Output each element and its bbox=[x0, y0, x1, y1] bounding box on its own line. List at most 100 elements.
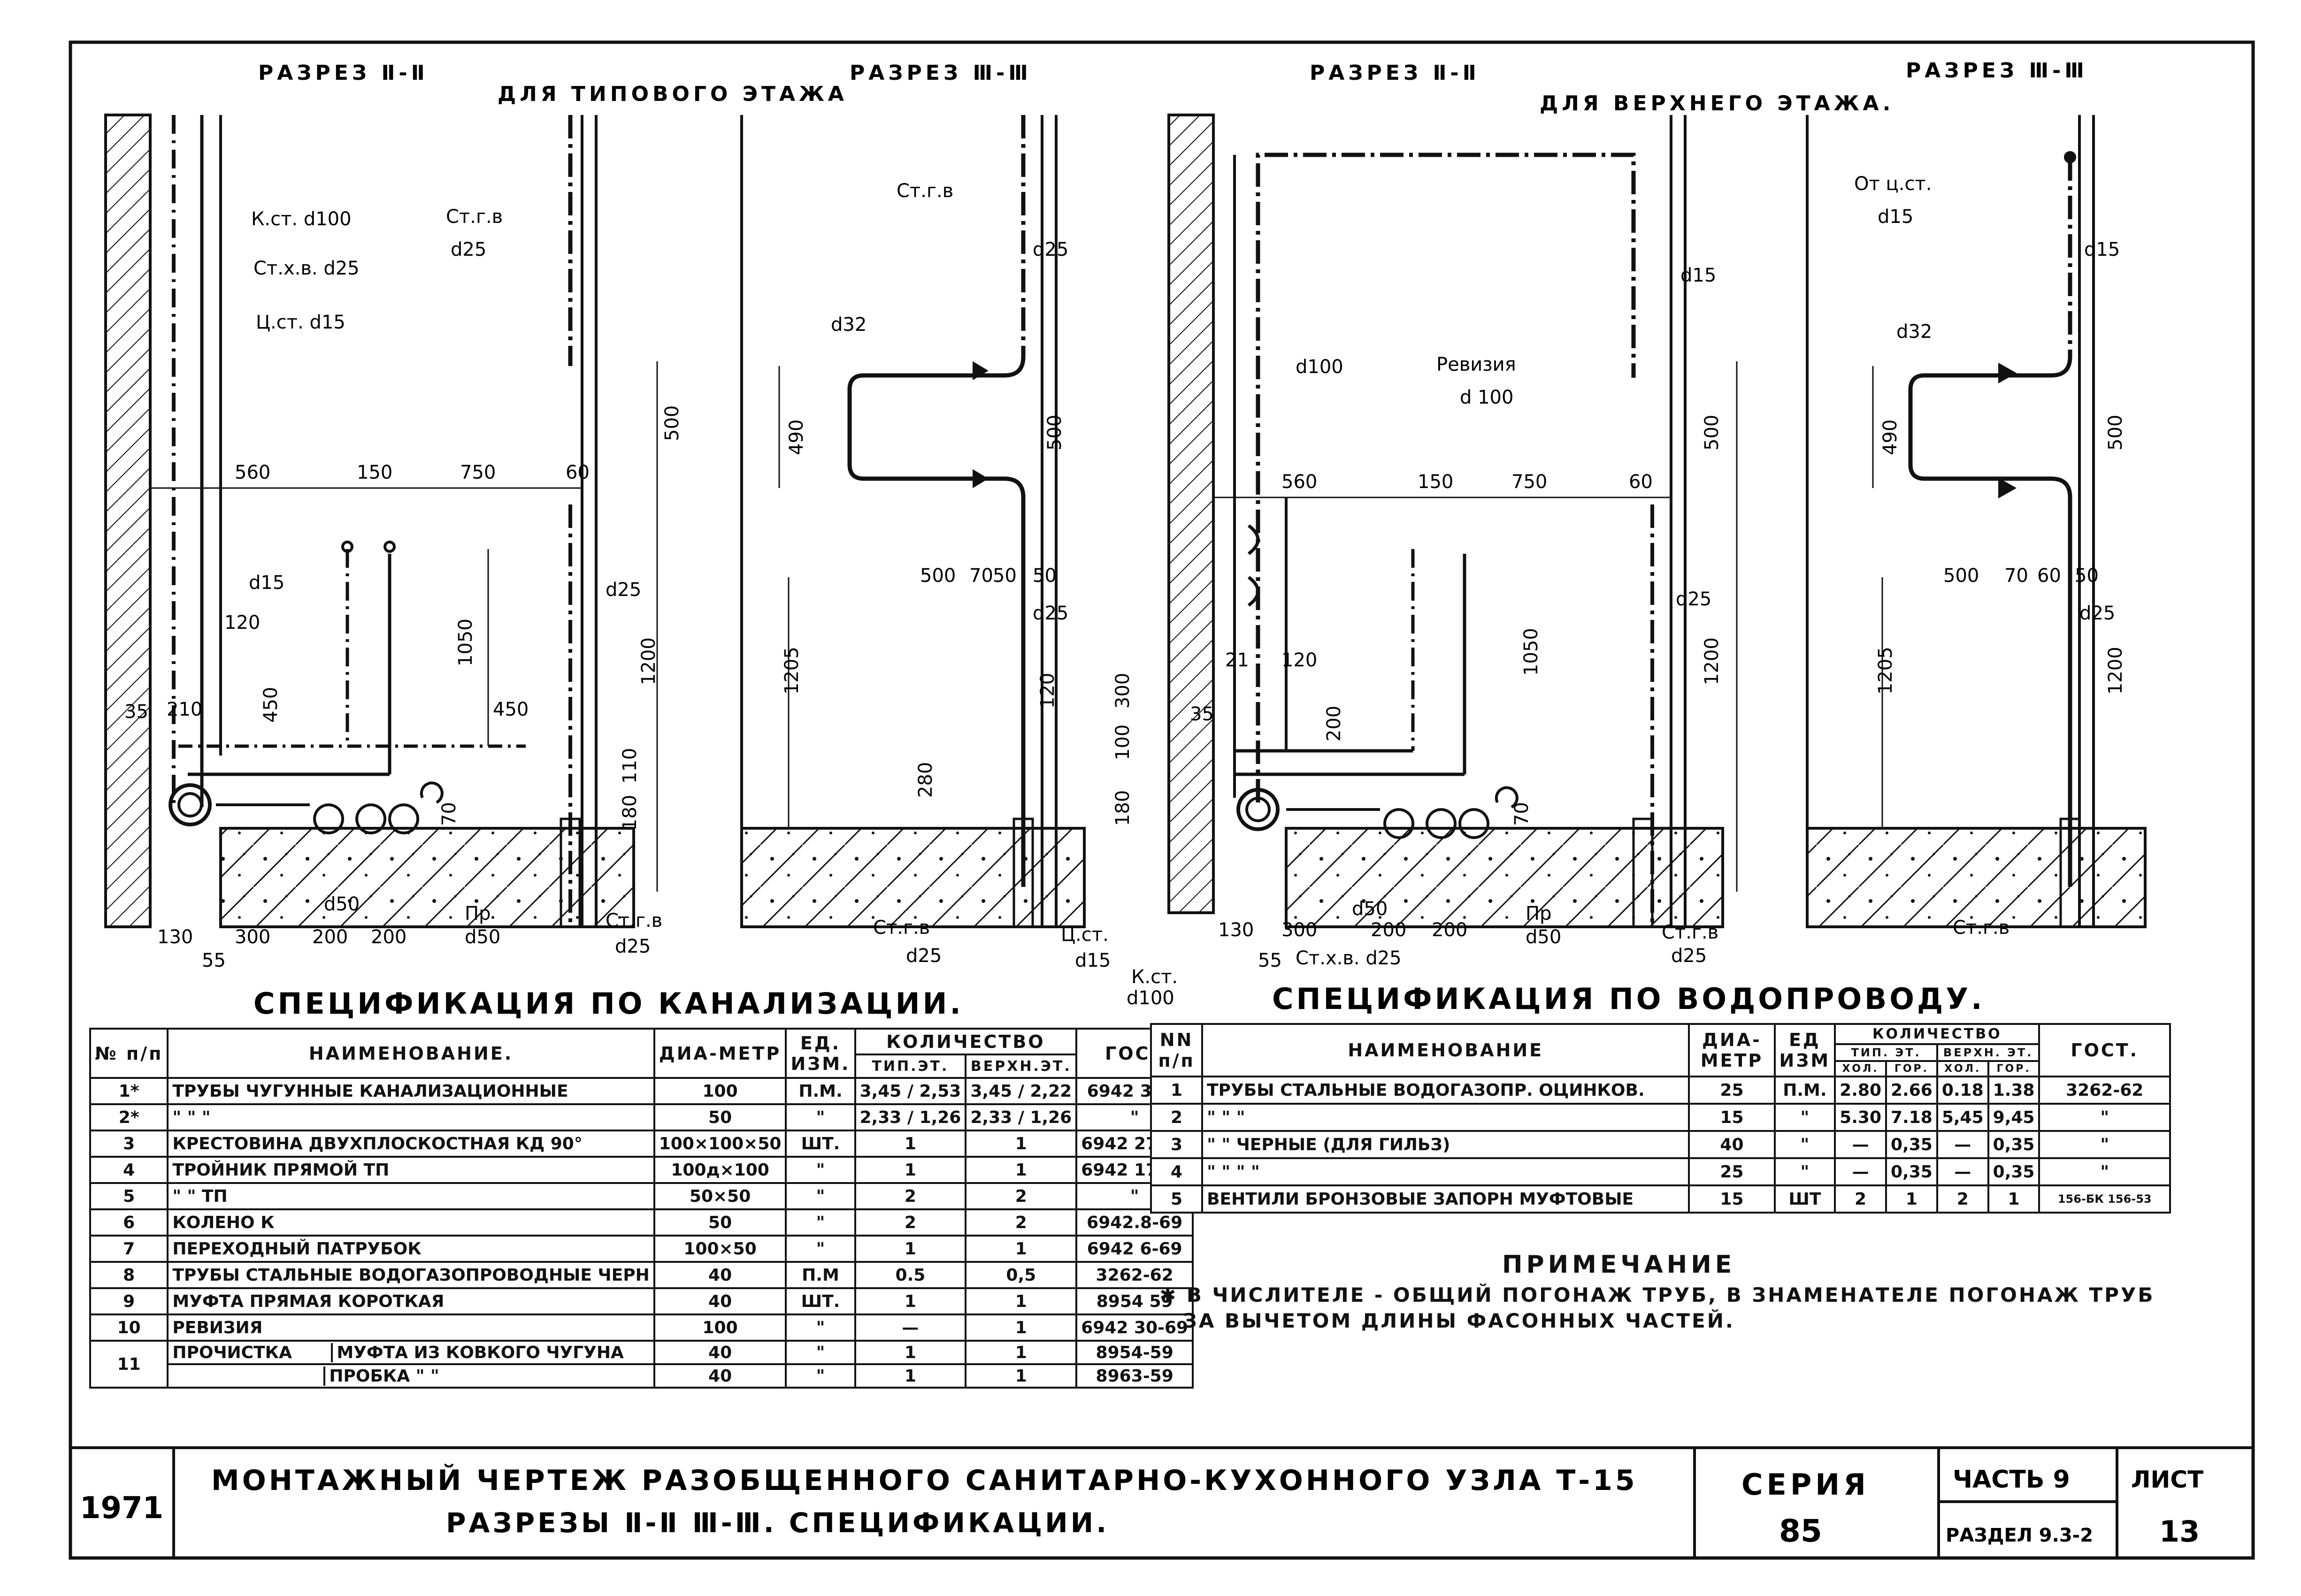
row-diameter: 40 bbox=[653, 1340, 787, 1365]
row-top-hot: 0,35 bbox=[1987, 1130, 2040, 1159]
row-qty-typical: 2 bbox=[854, 1208, 967, 1237]
label-d50-1: d50 bbox=[324, 893, 360, 915]
row-top-hot: 1.38 bbox=[1987, 1076, 2040, 1105]
section-2-drawing bbox=[740, 115, 1086, 928]
row-typ-hot: 1 bbox=[1885, 1184, 1938, 1214]
sewer-spec-table: № п/п НАИМЕНОВАНИЕ. ДИА-МЕТР ЕД. ИЗМ. КО… bbox=[89, 1028, 1194, 1389]
row-gost: 6942 30-69 bbox=[1075, 1313, 1194, 1342]
row-unit: П.М bbox=[785, 1261, 856, 1289]
label-st-gv-5: Ст.г.в bbox=[1662, 922, 1718, 943]
row-number: 5 bbox=[1150, 1184, 1204, 1214]
dim-200-1: 200 bbox=[312, 926, 348, 948]
label-st-gv-1: Ст.г.в bbox=[446, 206, 503, 228]
title-block-frame bbox=[172, 1448, 2118, 1558]
row-name: КОЛЕНО К bbox=[167, 1208, 655, 1237]
water-table-row: 4" " " "25"—0,35—0,35" bbox=[1150, 1157, 2171, 1186]
dim-100-1: 100 bbox=[1112, 725, 1134, 760]
row-qty-typical: — bbox=[854, 1313, 967, 1342]
dim-70-4: 70 bbox=[2004, 565, 2028, 587]
section-3-drawing bbox=[1167, 114, 1738, 928]
label-d100-2: d100 bbox=[1127, 987, 1174, 1009]
dim-450-1: 450 bbox=[493, 699, 529, 720]
dim-120-3: 120 bbox=[1281, 649, 1317, 671]
dim-500-1: 500 bbox=[661, 405, 683, 441]
row-subname: ПРОБКА " " bbox=[323, 1366, 652, 1386]
water-h-diam: ДИА-МЕТР bbox=[1688, 1023, 1776, 1077]
row-diameter: 100 bbox=[653, 1313, 787, 1342]
row-name: ПРОБКА " " bbox=[167, 1363, 655, 1389]
label-d50-2: d50 bbox=[465, 926, 500, 948]
label-d25-9: d25 bbox=[2079, 603, 2115, 624]
row-unit: П.М. bbox=[785, 1077, 856, 1105]
tb-title-2: РАЗРЕЗЫ Ⅱ-Ⅱ Ⅲ-Ⅲ. СПЕЦИФИКАЦИИ. bbox=[446, 1507, 1109, 1539]
dim-1050-2: 1050 bbox=[1520, 628, 1542, 676]
row-gost: 8963-59 bbox=[1075, 1363, 1194, 1389]
tb-sheet: 13 bbox=[2159, 1514, 2200, 1549]
dim-200-3: 200 bbox=[1323, 706, 1345, 741]
dim-450-2: 450 bbox=[260, 687, 282, 723]
label-k-st: К.ст. bbox=[1131, 966, 1178, 988]
row-qty-typical: 2 bbox=[854, 1182, 967, 1210]
dim-70-3: 70 bbox=[1511, 802, 1533, 826]
row-diameter: 40 bbox=[653, 1363, 787, 1389]
dim-130-2: 130 bbox=[1218, 919, 1254, 941]
label-d50-4: d50 bbox=[1526, 926, 1561, 948]
tb-series: 85 bbox=[1779, 1513, 1822, 1549]
tb-title-1: МОНТАЖНЫЙ ЧЕРТЕЖ РАЗОБЩЕННОГО САНИТАРНО-… bbox=[211, 1463, 1638, 1497]
row-name: ТРУБЫ СТАЛЬНЫЕ ВОДОГАЗОПР. ОЦИНКОВ. bbox=[1201, 1076, 1690, 1105]
label-d25-4: d25 bbox=[1033, 239, 1068, 260]
sewer-h-diam: ДИА-МЕТР bbox=[653, 1028, 787, 1079]
row-gost: " bbox=[2038, 1103, 2171, 1132]
dim-1200-1: 1200 bbox=[638, 637, 660, 685]
row-qty-top: 1 bbox=[965, 1156, 1078, 1184]
row-name: ТРУБЫ СТАЛЬНЫЕ ВОДОГАЗОПРОВОДНЫЕ ЧЕРН bbox=[167, 1261, 655, 1289]
row-gost: 156-БК 156-53 bbox=[2038, 1184, 2171, 1214]
row-typ-hot: 7.18 bbox=[1885, 1103, 1938, 1132]
dim-300-1: 300 bbox=[235, 926, 270, 948]
row-unit: " bbox=[1773, 1157, 1836, 1186]
row-gost: 8954-59 bbox=[1075, 1340, 1194, 1365]
dim-200-2: 200 bbox=[371, 926, 407, 948]
floor-slab-1 bbox=[219, 827, 583, 928]
row-diameter: 40 bbox=[653, 1261, 787, 1289]
dim-130-1: 130 bbox=[157, 926, 193, 948]
dim-490-1: 490 bbox=[786, 420, 807, 455]
wall-hatch-3 bbox=[1167, 114, 1215, 914]
row-unit: " bbox=[1773, 1130, 1836, 1159]
row-number: 6 bbox=[89, 1208, 169, 1237]
row-number: 3 bbox=[89, 1130, 169, 1158]
dim-300-2: 300 bbox=[1112, 673, 1134, 709]
water-table-row: 3" " ЧЕРНЫЕ (ДЛЯ ГИЛЬЗ)40"—0,35—0,35" bbox=[1150, 1130, 2171, 1159]
section-4-labels: От ц.ст. d15 d15 d32 490 500 500 70 60 5… bbox=[1854, 173, 2126, 939]
dim-1050-1: 1050 bbox=[455, 619, 476, 666]
label-d15-1: d15 bbox=[249, 572, 284, 594]
label-d100-1: d100 bbox=[1296, 356, 1343, 378]
dim-500-4: 500 bbox=[1701, 415, 1723, 451]
row-top-cold: 2 bbox=[1936, 1184, 1989, 1214]
row-diameter: 15 bbox=[1688, 1184, 1776, 1214]
row-typ-hot: 0,35 bbox=[1885, 1157, 1938, 1186]
row-name: " " " " bbox=[1201, 1157, 1690, 1186]
label-d25-5: d25 bbox=[1033, 603, 1068, 624]
row-unit: ШТ bbox=[1773, 1184, 1836, 1214]
dim-500-2: 500 bbox=[1044, 415, 1066, 451]
dim-120-2: 120 bbox=[1037, 673, 1058, 709]
dim-150-2: 150 bbox=[1418, 471, 1453, 493]
row-number: 1* bbox=[89, 1077, 169, 1105]
dim-1200-2: 1200 bbox=[1701, 637, 1723, 685]
row-qty-top: 1 bbox=[965, 1340, 1078, 1365]
row-unit: " bbox=[785, 1156, 856, 1184]
water-h-gor-2: ГОР. bbox=[1987, 1060, 2040, 1077]
row-name: ТРУБЫ ЧУГУННЫЕ КАНАЛИЗАЦИОННЫЕ bbox=[167, 1077, 655, 1105]
dim-110-1: 110 bbox=[619, 748, 641, 784]
label-st-gv-2: Ст.г.в bbox=[606, 910, 662, 932]
row-gost: 3262-62 bbox=[1075, 1261, 1194, 1289]
water-h-typ: ТИП. ЭТ. bbox=[1834, 1043, 1938, 1062]
